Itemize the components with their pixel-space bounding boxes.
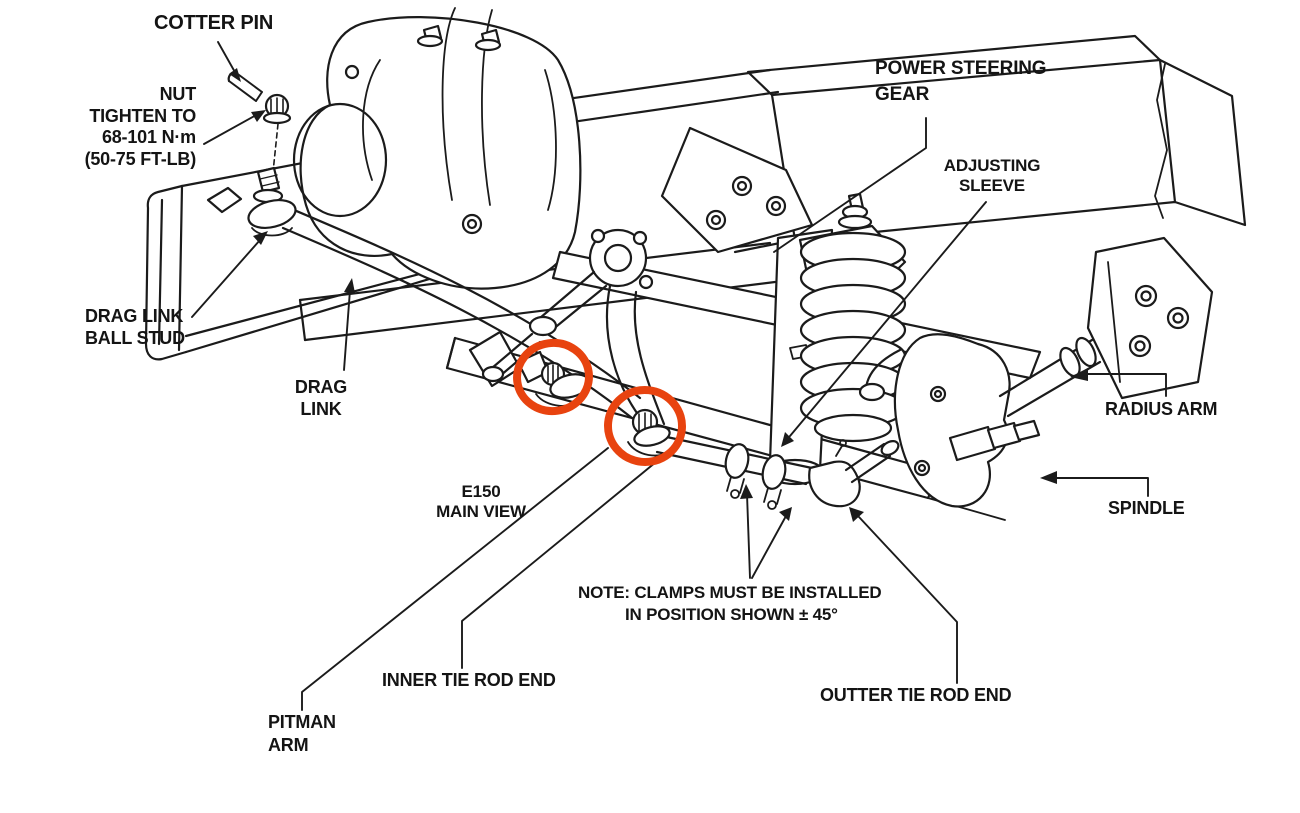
label-nut-torque: NUT TIGHTEN TO 68-101 N·m (50-75 FT-LB) [84,84,197,169]
note-clamp-leaders [740,484,792,579]
highlight-circle-2 [604,385,686,467]
cotter-pin-nut-drawing [227,70,297,237]
label-spindle: SPINDLE [1108,498,1185,518]
label-drag-link-ball-stud: DRAG LINK BALL STUD [85,306,185,348]
drag-link-leader [343,278,355,371]
label-drag-link: DRAG LINK [294,377,348,419]
inner-tie-rod-end-leader [461,461,657,669]
label-power-steering-gear: POWER STEERING GEAR [875,58,1047,105]
spindle-leader [1040,471,1149,497]
highlight-annotations [513,338,686,467]
label-cotter-pin: COTTER PIN [154,12,274,34]
outter-tie-rod-end-leader [849,507,958,684]
tie-rod-assembly-drawing [655,434,900,510]
radius-arm-drawing [998,236,1214,418]
differential-housing-drawing [292,7,582,290]
pitman-arm-drawing [605,284,644,422]
label-pitman-arm: PITMAN ARM [268,712,336,756]
label-radius-arm: RADIUS ARM [1105,399,1218,419]
label-outter-tie-rod-end: OUTTER TIE ROD END [820,685,1012,705]
pitman-arm-leader [301,447,609,711]
label-inner-tie-rod-end: INNER TIE ROD END [382,670,556,690]
leader-lines [191,41,1167,711]
steering-gear-drawing [481,126,814,426]
highlight-circle-1 [513,338,593,416]
nut-leader [203,110,266,145]
radius-arm-leader [1070,368,1167,397]
cotter-pin-leader [217,41,241,82]
adjusting-sleeve-leader [781,201,987,447]
label-clamp-note: NOTE: CLAMPS MUST BE INSTALLED IN POSITI… [578,583,882,625]
drag-link-ball-stud-leader [191,231,268,318]
label-adjusting-sleeve: ADJUSTING SLEEVE [943,156,1041,196]
power-steering-gear-leader [773,117,927,253]
spindle-knuckle-drawing [858,333,1041,508]
label-main-view: E150 MAIN VIEW [436,482,526,522]
linkage-joints-drawing [516,350,673,457]
